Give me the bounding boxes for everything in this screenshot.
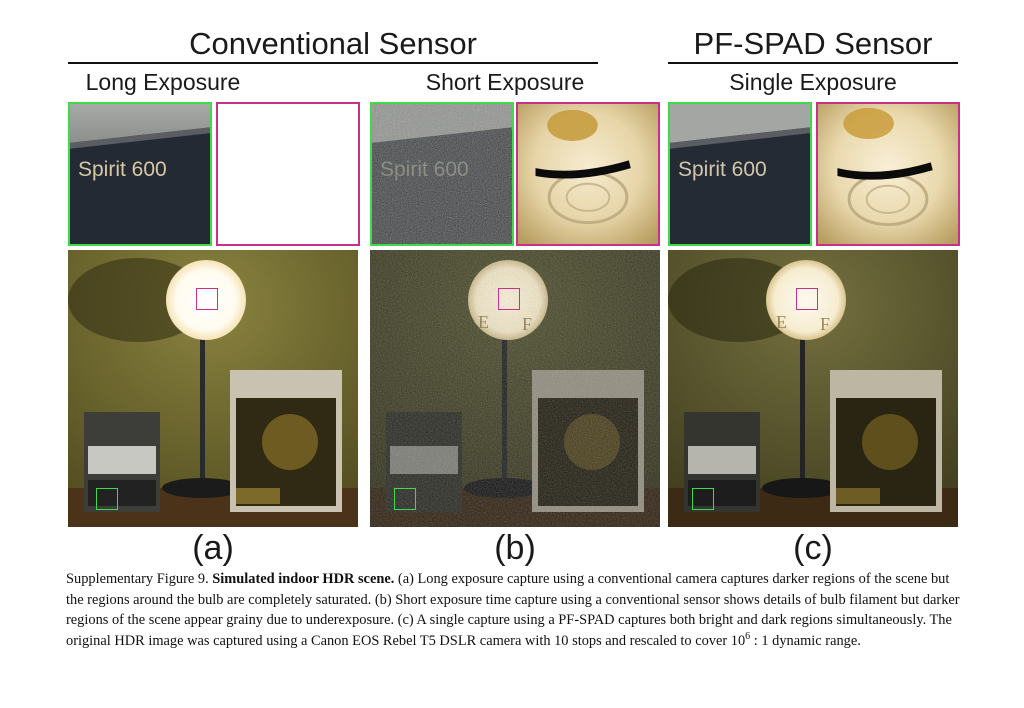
- crop-c-text-label: Spirit 600: [678, 158, 767, 181]
- crop-c-camera-text: [668, 102, 812, 246]
- crop-a-camera-text: [68, 102, 212, 246]
- scene-b-short-exposure: E F: [370, 250, 660, 527]
- single-exposure-title: Single Exposure: [729, 69, 897, 95]
- panel-label-b: (b): [494, 529, 536, 567]
- marker-a-camera-region: [96, 488, 118, 510]
- crop-c-bulb-filament: [816, 102, 960, 246]
- conventional-sensor-title: Conventional Sensor: [189, 26, 477, 61]
- caption-exponent: 6: [745, 630, 751, 642]
- pfspad-sensor-title: PF-SPAD Sensor: [693, 26, 933, 61]
- crop-a-bulb-saturated: [216, 102, 360, 246]
- svg-text:F: F: [820, 314, 830, 334]
- panel-label-a: (a): [192, 529, 234, 567]
- scene-a-long-exposure: [68, 250, 358, 527]
- marker-a-bulb-region: [196, 288, 218, 310]
- marker-c-bulb-region: [796, 288, 818, 310]
- short-exposure-title: Short Exposure: [425, 69, 585, 95]
- crop-b-bulb-filament: [516, 102, 660, 246]
- marker-b-bulb-region: [498, 288, 520, 310]
- crop-a-text-label: Spirit 600: [78, 158, 167, 181]
- caption-title: Simulated indoor HDR scene.: [212, 571, 395, 587]
- marker-b-camera-region: [394, 488, 416, 510]
- caption-prefix: Supplementary Figure 9.: [66, 571, 213, 587]
- marker-c-camera-region: [692, 488, 714, 510]
- crop-b-camera-text: [370, 102, 514, 246]
- figure-caption: Supplementary Figure 9. Simulated indoor…: [66, 569, 966, 651]
- caption-body: (a) Long exposure capture using a conven…: [66, 571, 960, 649]
- scene-c-single-exposure: E F: [668, 250, 958, 527]
- svg-text:E: E: [776, 312, 787, 332]
- long-exposure-title: Long Exposure: [85, 69, 241, 95]
- panel-label-c: (c): [793, 529, 833, 567]
- caption-suffix: : 1 dynamic range.: [750, 632, 861, 649]
- crop-b-text-label: Spirit 600: [380, 158, 469, 181]
- conventional-sensor-rule: [68, 62, 598, 64]
- pfspad-sensor-rule: [668, 62, 958, 64]
